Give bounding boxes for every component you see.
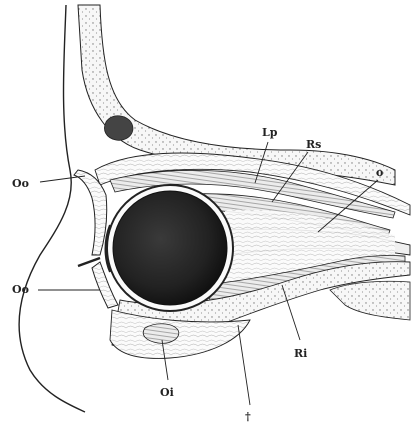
eyeball bbox=[113, 191, 227, 305]
label-lp: Lp bbox=[262, 126, 278, 139]
frontal-sinus-mark bbox=[104, 116, 132, 141]
leader-dagger bbox=[238, 325, 250, 405]
leader-oo-upper bbox=[40, 176, 85, 182]
label-o: o bbox=[376, 166, 383, 179]
label-dagger: † bbox=[245, 410, 251, 423]
label-oi: Oi bbox=[160, 386, 174, 399]
label-rs: Rs bbox=[306, 138, 321, 151]
skin-profile-outline bbox=[19, 5, 85, 412]
label-ri: Ri bbox=[294, 347, 307, 360]
label-oo-lower: Oo bbox=[12, 283, 29, 296]
label-oo-upper: Oo bbox=[12, 177, 29, 190]
maxillary-wall bbox=[330, 281, 410, 320]
inferior-oblique-muscle bbox=[143, 324, 179, 344]
